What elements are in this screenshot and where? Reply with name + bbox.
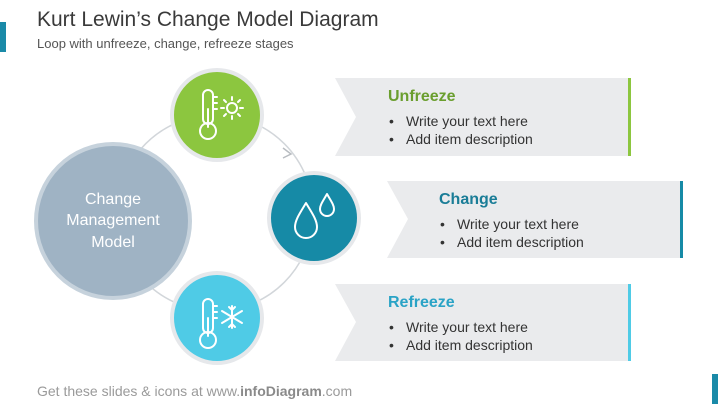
thermometer-snowflake-icon xyxy=(199,298,243,349)
center-label-line3: Model xyxy=(91,234,135,251)
center-label-line1: Change xyxy=(85,191,141,208)
list-item: Add item description xyxy=(389,130,533,148)
list-item: Write your text here xyxy=(389,112,533,130)
list-item: Write your text here xyxy=(440,215,584,233)
unfreeze-bullet-list: Write your text here Add item descriptio… xyxy=(389,112,533,148)
center-label-line2: Management xyxy=(66,212,160,229)
refreeze-bullet-list: Write your text here Add item descriptio… xyxy=(389,318,533,354)
footer-brand: infoDiagram xyxy=(240,383,322,399)
change-bullet-list: Write your text here Add item descriptio… xyxy=(440,215,584,251)
right-accent-bar xyxy=(712,374,718,404)
page-subtitle: Loop with unfreeze, change, refreeze sta… xyxy=(37,36,294,51)
thermometer-sun-icon xyxy=(199,89,244,140)
footer-prefix: Get these slides & icons at www. xyxy=(37,383,241,399)
unfreeze-stage-circle xyxy=(170,68,264,162)
footer-credit: Get these slides & icons at www.infoDiag… xyxy=(37,383,352,399)
page-title: Kurt Lewin’s Change Model Diagram xyxy=(37,8,379,31)
change-heading: Change xyxy=(439,191,498,208)
water-drops-icon xyxy=(294,193,335,239)
unfreeze-panel-edge xyxy=(628,78,631,156)
refreeze-heading: Refreeze xyxy=(388,294,455,311)
footer-suffix: .com xyxy=(321,383,353,399)
list-item: Add item description xyxy=(389,336,533,354)
refreeze-panel-edge xyxy=(628,284,631,361)
left-accent-bar xyxy=(0,22,6,52)
change-panel-edge xyxy=(680,181,683,258)
list-item: Add item description xyxy=(440,233,584,251)
unfreeze-heading: Unfreeze xyxy=(388,88,456,105)
loop-arrow-icon xyxy=(282,147,293,159)
list-item: Write your text here xyxy=(389,318,533,336)
center-circle xyxy=(34,142,192,300)
